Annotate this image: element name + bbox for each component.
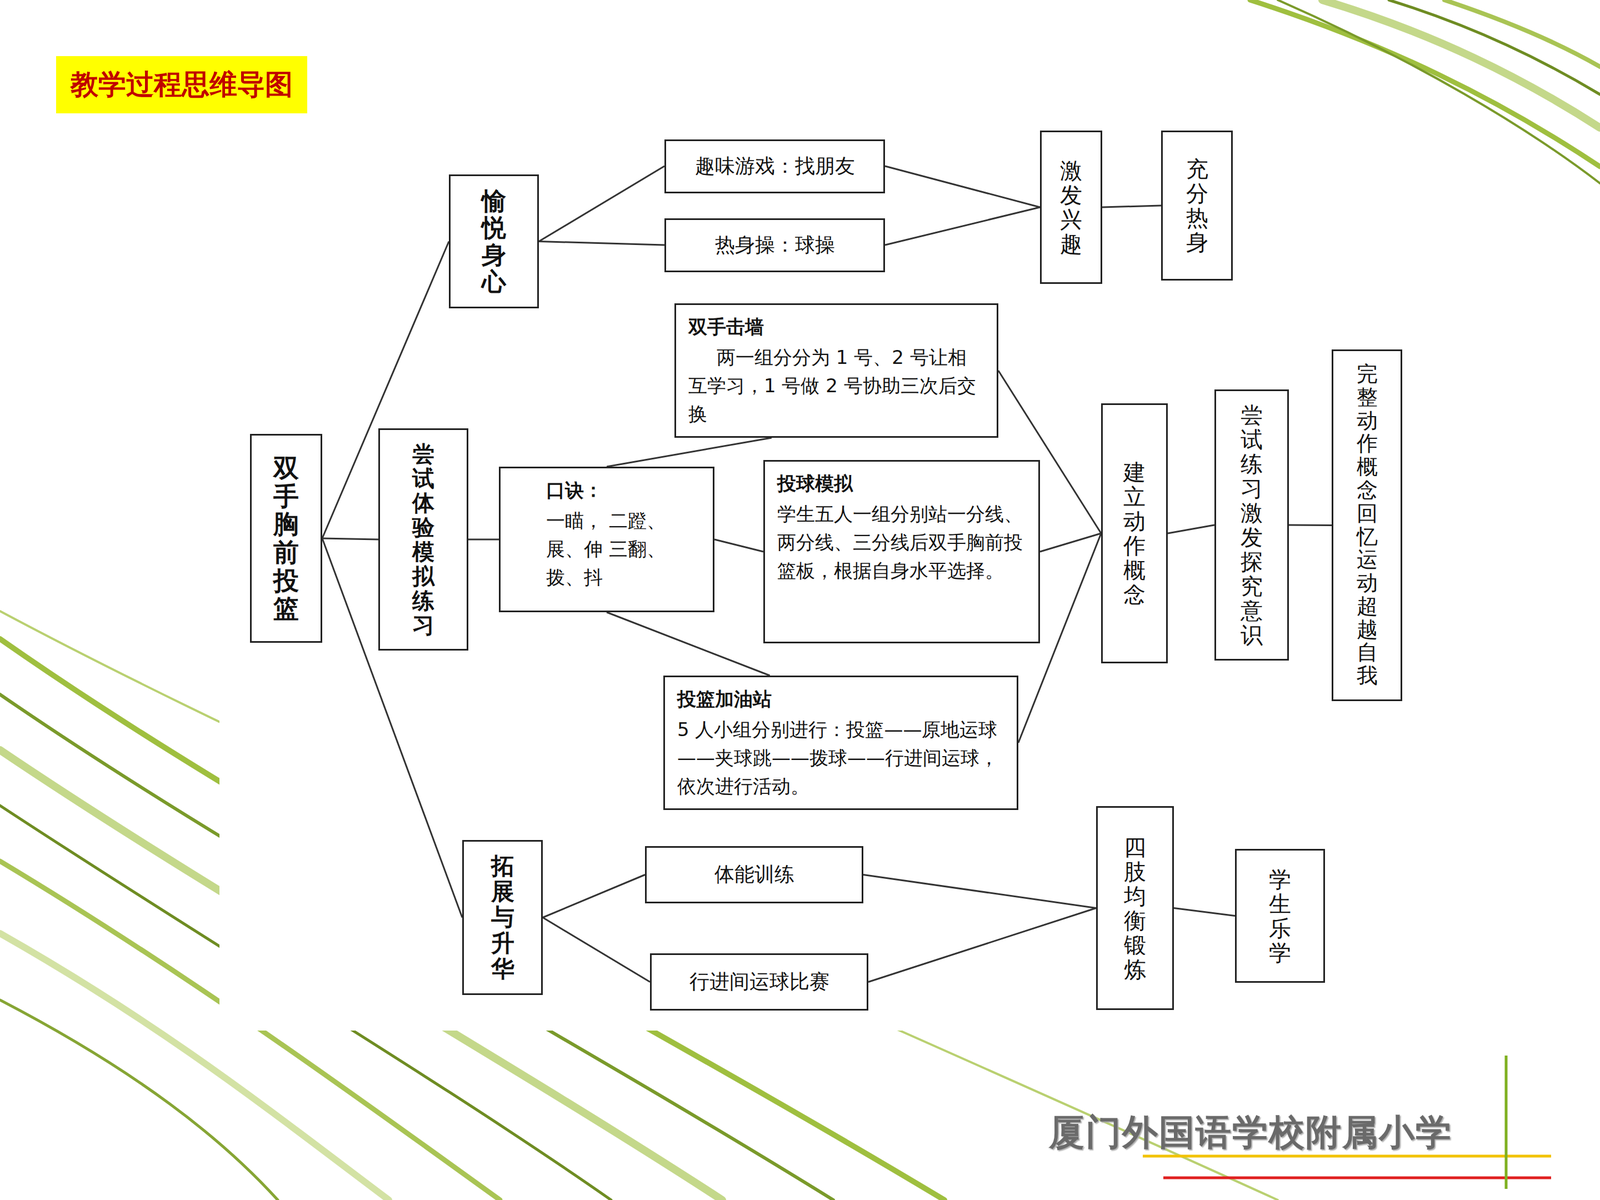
box-heading: 双手击墙 — [688, 312, 985, 342]
connector — [863, 875, 1097, 909]
connector — [542, 917, 650, 983]
vertical-box: 完整动作概念回忆运动超越自我 — [1331, 349, 1403, 702]
connector — [538, 166, 665, 242]
box-heading: 投球模拟 — [777, 469, 1027, 498]
connector — [1167, 525, 1215, 534]
box-heading: 口诀： — [512, 476, 701, 505]
connector — [885, 166, 1040, 208]
connector — [714, 539, 764, 552]
vertical-box: 拓展与升华 — [462, 840, 543, 995]
process-box: 热身操：球操 — [664, 218, 885, 273]
box-heading: 投篮加油站 — [677, 685, 1005, 714]
connector — [885, 207, 1040, 245]
process-box: 趣味游戏：找朋友 — [664, 139, 885, 194]
vertical-box: 学生乐学 — [1235, 848, 1325, 983]
box-heading: 尝试练习激发探究意识 — [1240, 402, 1263, 648]
box-heading: 四肢均衡锻炼 — [1123, 835, 1147, 982]
school-name: 厦门外国语学校附属小学 — [1048, 1108, 1453, 1157]
vertical-box: 四肢均衡锻炼 — [1096, 806, 1174, 1010]
box-heading: 建立动作概念 — [1123, 460, 1146, 607]
box-body: 学生五人一组分别站一分线、两分线、三分线后双手胸前投篮板，根据自身水平选择。 — [777, 500, 1027, 585]
box-body: 两一组分分为 1 号、2 号让相互学习，1 号做 2 号协助三次后交换 — [688, 343, 985, 429]
box-heading: 完整动作概念回忆运动超越自我 — [1356, 362, 1378, 688]
box-heading: 热身操：球操 — [715, 231, 835, 259]
vertical-box: 激发兴趣 — [1040, 130, 1103, 284]
vertical-box: 尝试练习激发探究意识 — [1214, 389, 1289, 661]
vertical-box: 充分热身 — [1161, 130, 1233, 281]
box-body: 5 人小组分别进行：投篮——原地运球——夹球跳——拨球——行进间运球，依次进行活… — [677, 715, 1005, 801]
connector — [868, 908, 1097, 983]
process-box: 投球模拟学生五人一组分别站一分线、两分线、三分线后双手胸前投篮板，根据自身水平选… — [763, 460, 1040, 644]
box-heading: 学生乐学 — [1268, 867, 1292, 965]
connector — [606, 437, 772, 467]
connector — [1288, 524, 1332, 527]
connector — [1040, 533, 1102, 552]
process-box: 体能训练 — [645, 846, 864, 904]
process-box: 投篮加油站5 人小组分别进行：投篮——原地运球——夹球跳——拨球——行进间运球，… — [663, 675, 1019, 810]
box-heading: 充分热身 — [1186, 156, 1209, 255]
box-heading: 行进间运球比赛 — [689, 968, 830, 996]
connector — [322, 538, 379, 540]
box-heading: 双手胸前投篮 — [273, 453, 299, 623]
box-heading: 趣味游戏：找朋友 — [695, 152, 855, 180]
process-box: 行进间运球比赛 — [650, 953, 869, 1011]
box-heading: 体能训练 — [714, 861, 795, 889]
box-heading: 拓展与升华 — [491, 853, 515, 982]
connector — [538, 241, 665, 246]
connector — [468, 538, 499, 541]
box-body: 一瞄， 二蹬、展、伸 三翻、拨、抖 — [512, 506, 679, 592]
title-box: 教学过程思维导图 — [56, 56, 308, 114]
connector — [1102, 205, 1162, 208]
vertical-box: 愉悦身心 — [448, 174, 539, 309]
box-heading: 尝试体验模拟练习 — [412, 441, 435, 638]
process-box: 双手击墙两一组分分为 1 号、2 号让相互学习，1 号做 2 号协助三次后交换 — [674, 303, 999, 438]
title-text: 教学过程思维导图 — [70, 68, 293, 101]
connector — [1173, 908, 1235, 917]
process-box: 口诀：一瞄， 二蹬、展、伸 三翻、拨、抖 — [498, 466, 715, 613]
vertical-box: 双手胸前投篮 — [250, 433, 323, 643]
vertical-box: 尝试体验模拟练习 — [378, 428, 469, 651]
vertical-box: 建立动作概念 — [1101, 403, 1168, 664]
connector — [542, 875, 645, 918]
box-heading: 愉悦身心 — [481, 187, 507, 296]
box-heading: 激发兴趣 — [1060, 158, 1083, 257]
connector — [606, 612, 770, 676]
green-swooshes-top — [1250, 0, 1600, 184]
